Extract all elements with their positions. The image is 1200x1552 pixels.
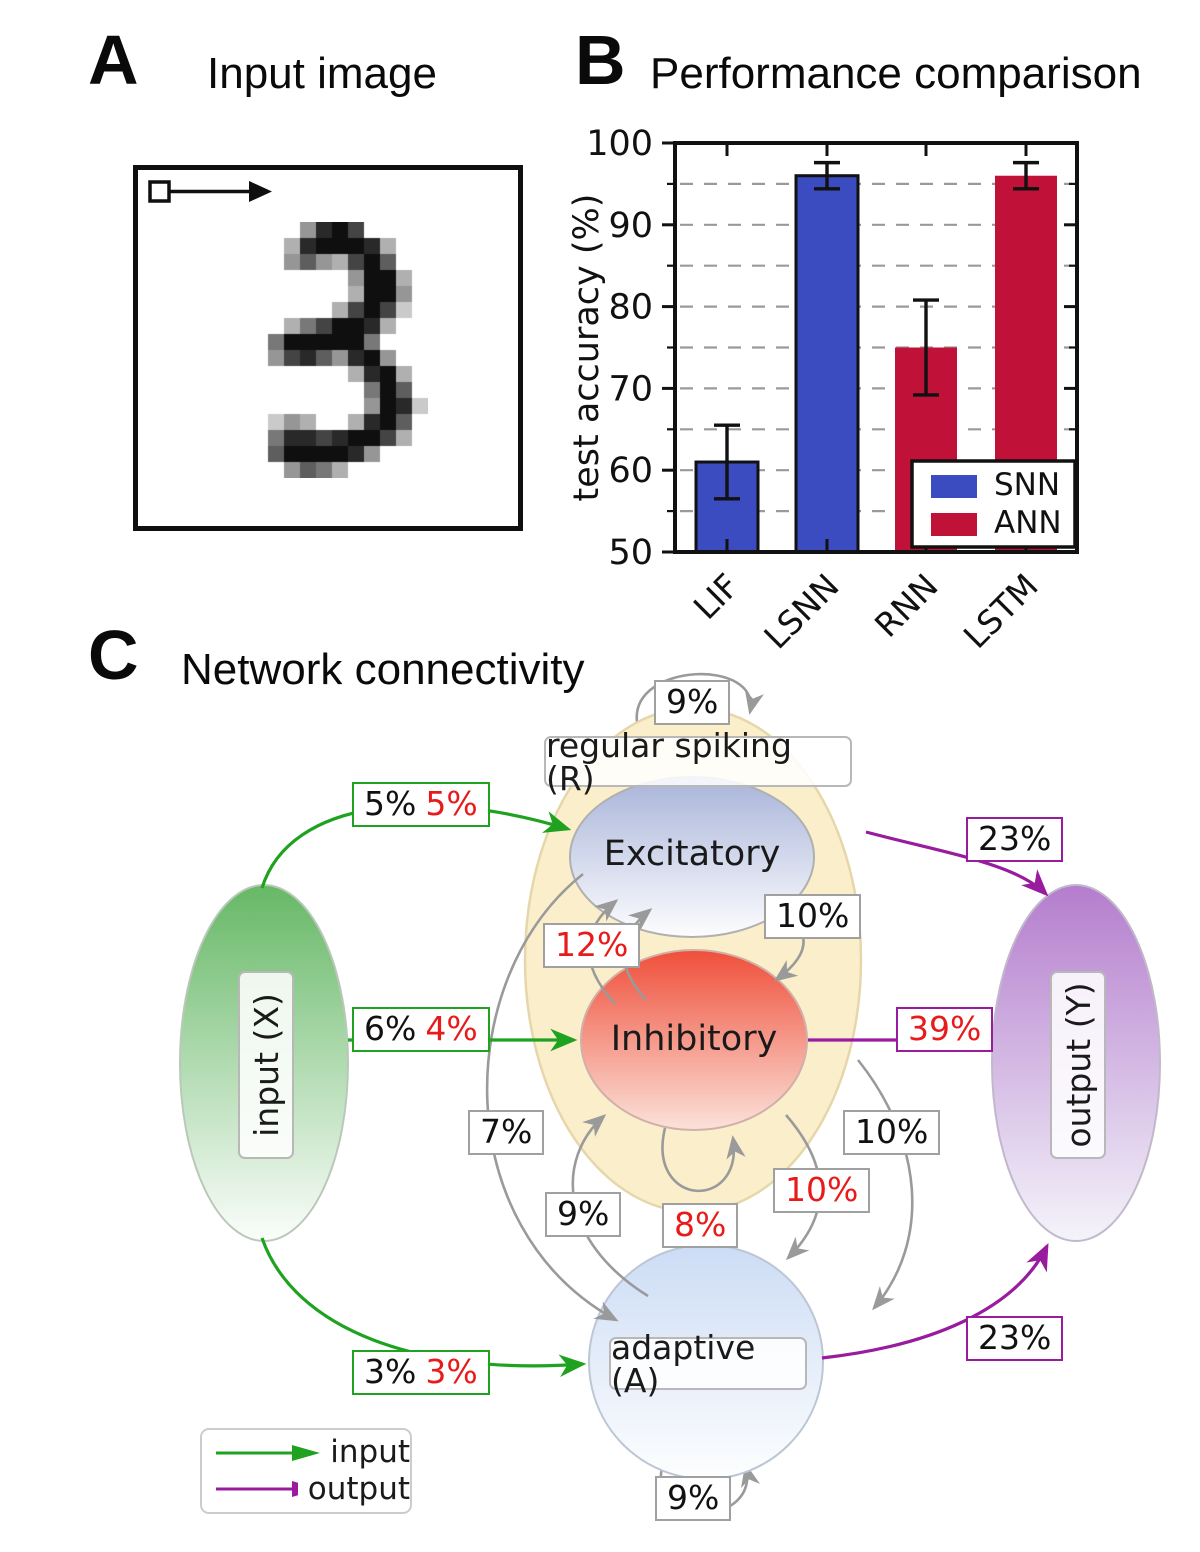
edge-label-inh-to-output: 39% xyxy=(896,1007,994,1052)
edge-value-red: 3% xyxy=(425,1352,478,1391)
edge-value-red: 4% xyxy=(425,1009,478,1048)
node-input-text: input (X) xyxy=(246,993,286,1137)
node-output-label: output (Y) xyxy=(1050,971,1106,1159)
edge-label-input-to-excitatory: 5%5% xyxy=(352,782,490,827)
edge-label-exc-to-adaptive-left: 7% xyxy=(468,1110,545,1155)
legend-input-label: input xyxy=(330,1434,410,1471)
svg-text:90: 90 xyxy=(608,206,653,246)
connectivity-legend: input output xyxy=(200,1428,412,1514)
svg-text:60: 60 xyxy=(608,451,653,491)
edge-label-inh-to-adaptive: 10% xyxy=(773,1168,871,1213)
legend-row-output: output xyxy=(202,1470,410,1507)
edge-label-adaptive-to-inh-left: 9% xyxy=(545,1192,622,1237)
svg-text:SNN: SNN xyxy=(994,467,1060,503)
svg-text:100: 100 xyxy=(586,124,653,164)
edge-value-black: 5% xyxy=(364,784,417,823)
legend-output-arrow-icon xyxy=(216,1481,298,1498)
node-adaptive-text: adaptive (A) xyxy=(611,1327,756,1400)
edge-label-exc-to-inh: 10% xyxy=(764,894,862,939)
node-regular-spiking-label: regular spiking (R) xyxy=(544,729,852,795)
pixel-scan-arrow-icon xyxy=(148,180,272,203)
svg-text:test accuracy (%): test accuracy (%) xyxy=(567,194,607,502)
panel-c-title: Network connectivity xyxy=(181,645,585,694)
edge-value-black: 6% xyxy=(364,1009,417,1048)
panel-a-title: Input image xyxy=(207,49,437,98)
edge-label-inh-to-exc: 12% xyxy=(543,923,641,968)
legend-output-label: output xyxy=(307,1470,410,1507)
node-excitatory-label: Excitatory xyxy=(603,834,781,874)
svg-text:80: 80 xyxy=(608,288,653,328)
panel-a-letter: A xyxy=(88,21,139,99)
panel-c-letter: C xyxy=(88,616,139,694)
node-inhibitory-label: Inhibitory xyxy=(610,1019,778,1059)
edge-value-red: 5% xyxy=(425,784,478,823)
panel-b-title: Performance comparison xyxy=(650,49,1142,98)
svg-text:ANN: ANN xyxy=(994,505,1062,541)
node-adaptive-label: adaptive (A) xyxy=(609,1331,807,1397)
edge-label-input-to-inhibitory: 6%4% xyxy=(352,1007,490,1052)
edge-label-exc-to-output: 23% xyxy=(966,817,1064,862)
edge-value-black: 3% xyxy=(364,1352,417,1391)
svg-text:50: 50 xyxy=(608,533,653,573)
edge-label-inh-self: 8% xyxy=(662,1203,739,1248)
panel-b-letter: B xyxy=(575,21,626,99)
edge-label-exc-to-adaptive-right: 10% xyxy=(843,1110,941,1155)
inhibitory-node-ellipse xyxy=(580,949,808,1131)
edge-label-recurrent-self-top: 9% xyxy=(654,680,731,725)
edge-label-adaptive-to-output: 23% xyxy=(966,1316,1064,1361)
edge-label-input-to-adaptive: 3%3% xyxy=(352,1350,490,1395)
edge-label-adaptive-self: 9% xyxy=(655,1476,732,1521)
legend-input-arrow-icon xyxy=(216,1444,320,1461)
node-input-label: input (X) xyxy=(238,971,294,1159)
svg-text:70: 70 xyxy=(608,369,653,409)
input-image-box xyxy=(133,165,523,531)
node-output-text: output (Y) xyxy=(1058,982,1098,1148)
mnist-digit-canvas xyxy=(252,222,428,478)
legend-row-input: input xyxy=(202,1437,410,1468)
node-regular-spiking-text: regular spiking (R) xyxy=(546,725,792,798)
